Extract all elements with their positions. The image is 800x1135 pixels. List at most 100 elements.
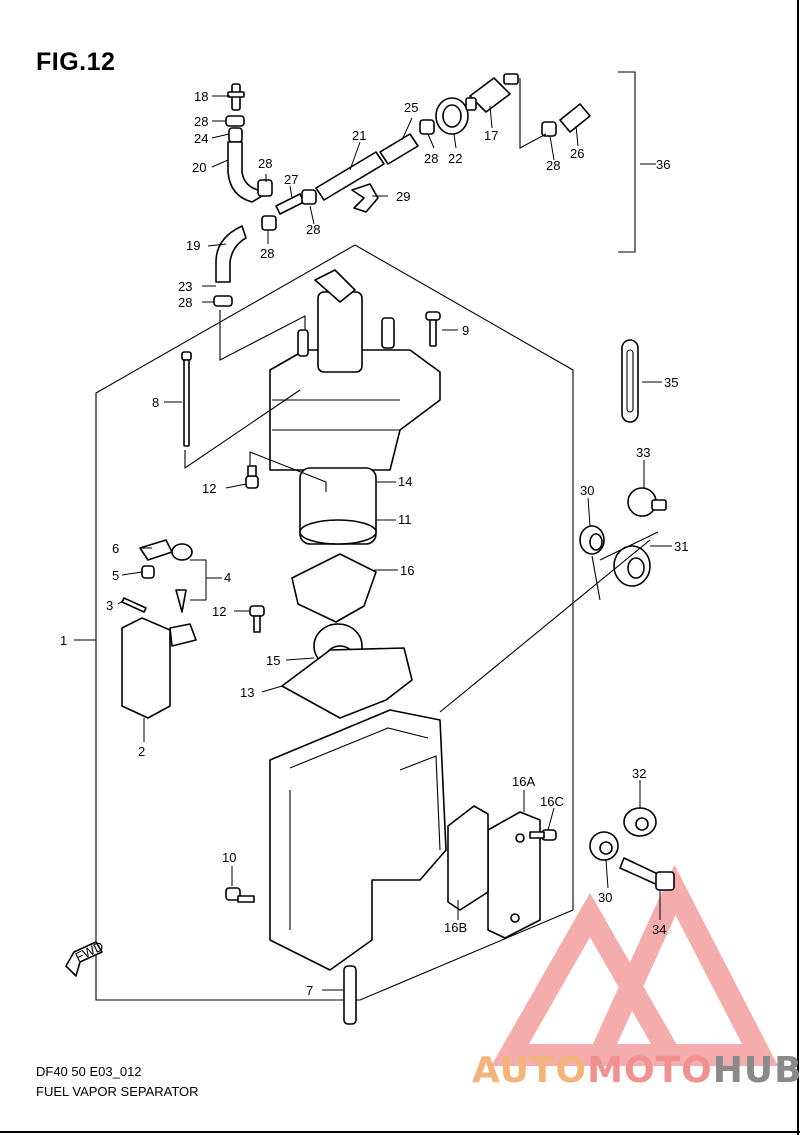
callout-7: 7 (306, 983, 313, 998)
callout-1: 1 (60, 633, 67, 648)
callout-4: 4 (224, 570, 231, 585)
figure-name: FUEL VAPOR SEPARATOR (36, 1084, 199, 1099)
callout-28: 28 (258, 156, 272, 171)
kit-bracket (618, 71, 636, 253)
part-20-hose-elbow (227, 141, 263, 203)
callout-9: 9 (462, 323, 469, 338)
forward-arrow-icon: FWD (65, 938, 106, 977)
figure-caption: DF40 50 E03_012 FUEL VAPOR SEPARATOR (36, 1062, 199, 1102)
part-10-drain-screw (225, 887, 255, 903)
part-19-hose-lower (215, 225, 247, 283)
part-9-screw (425, 311, 441, 347)
part-16a-cover-plate (487, 811, 541, 939)
part-18-fitting (227, 83, 245, 111)
callout-16c: 16C (540, 794, 564, 809)
callout-15: 15 (266, 653, 280, 668)
callout-22: 22 (448, 151, 462, 166)
callout-28: 28 (306, 222, 320, 237)
watermark-text-auto: AUTO (472, 1050, 588, 1091)
part-4-valve-set (171, 543, 193, 613)
part-28-clip-right (541, 121, 557, 137)
callout-19: 19 (186, 238, 200, 253)
leader-lines (74, 95, 672, 991)
callout-23: 23 (178, 279, 192, 294)
part-25-hose (379, 133, 419, 165)
figure-title: FIG.12 (36, 48, 116, 76)
watermark-text-moto: MOTO (587, 1050, 713, 1091)
part-1-float-chamber (269, 709, 447, 971)
callout-28: 28 (546, 158, 560, 173)
callout-29: 29 (396, 189, 410, 204)
part-33-grommet (627, 487, 667, 517)
part-28-clip-top (225, 115, 245, 127)
part-29-clamp (351, 183, 379, 213)
callout-16a: 16A (512, 774, 535, 789)
callout-28: 28 (194, 114, 208, 129)
callout-36: 36 (656, 157, 670, 172)
callout-27: 27 (284, 172, 298, 187)
part-16c-screw (529, 829, 557, 841)
part-22-grommet (435, 97, 469, 135)
callout-16: 16 (400, 563, 414, 578)
callout-28: 28 (424, 151, 438, 166)
part-5-jet (141, 565, 155, 579)
part-7-pin (343, 965, 357, 1025)
callout-6: 6 (112, 541, 119, 556)
part-28-clip-bottom (213, 295, 233, 307)
part-16b-gasket-plate (447, 805, 489, 911)
callout-13: 13 (240, 685, 254, 700)
part-30-collar-lower (589, 831, 619, 861)
callout-35: 35 (664, 375, 678, 390)
callout-8: 8 (152, 395, 159, 410)
part-13-gasket-large (281, 647, 413, 719)
callout-21: 21 (352, 128, 366, 143)
part-28-clip-mid (301, 189, 317, 205)
figure-code: DF40 50 E03_012 (36, 1064, 142, 1079)
callout-31: 31 (674, 539, 688, 554)
part-17-fuel-filter (465, 73, 519, 113)
part-28-clip-lower (261, 215, 277, 231)
callout-11: 11 (398, 512, 412, 527)
callout-32: 32 (632, 766, 646, 781)
callout-12: 12 (212, 604, 226, 619)
part-6-clip (139, 539, 173, 561)
part-3-pin-small (121, 597, 147, 613)
callout-14: 14 (398, 474, 412, 489)
part-21-hose-long (315, 151, 385, 201)
callout-24: 24 (194, 131, 208, 146)
part-12-screw-lower (249, 605, 265, 633)
sheet-border-bottom (0, 1131, 800, 1133)
callout-16b: 16B (444, 920, 467, 935)
part-28-clip-left (257, 179, 273, 197)
callout-28: 28 (260, 246, 274, 261)
part-14-fuel-pump (269, 269, 441, 471)
callout-2: 2 (138, 744, 145, 759)
part-26-hose-end (559, 103, 591, 133)
sheet-border-right (797, 0, 799, 1135)
part-11-housing (299, 467, 377, 545)
hose-guide (219, 310, 306, 361)
callout-labels: 18 28 24 20 28 27 21 25 28 22 17 28 26 3… (60, 89, 688, 998)
callout-26: 26 (570, 146, 584, 161)
callout-30: 30 (580, 483, 594, 498)
assembly-boundary (95, 244, 574, 1001)
callout-34: 34 (652, 922, 666, 937)
part-35-strap (621, 339, 639, 423)
callout-17: 17 (484, 128, 498, 143)
part-12-screw-upper (245, 465, 259, 489)
callout-28: 28 (178, 295, 192, 310)
callout-5: 5 (112, 568, 119, 583)
part-32-washer (623, 807, 657, 837)
part-8-bolt (181, 351, 192, 447)
svg-text:FWD: FWD (73, 938, 106, 964)
callout-25: 25 (404, 100, 418, 115)
part-24-hose-short (228, 127, 243, 143)
callout-18: 18 (194, 89, 208, 104)
watermark-text-hub: HUB (712, 1050, 800, 1091)
callout-12: 12 (202, 481, 216, 496)
hose-route-line (519, 78, 547, 149)
callout-20: 20 (192, 160, 206, 175)
part-31-grommet (613, 545, 651, 587)
callout-10: 10 (222, 850, 236, 865)
